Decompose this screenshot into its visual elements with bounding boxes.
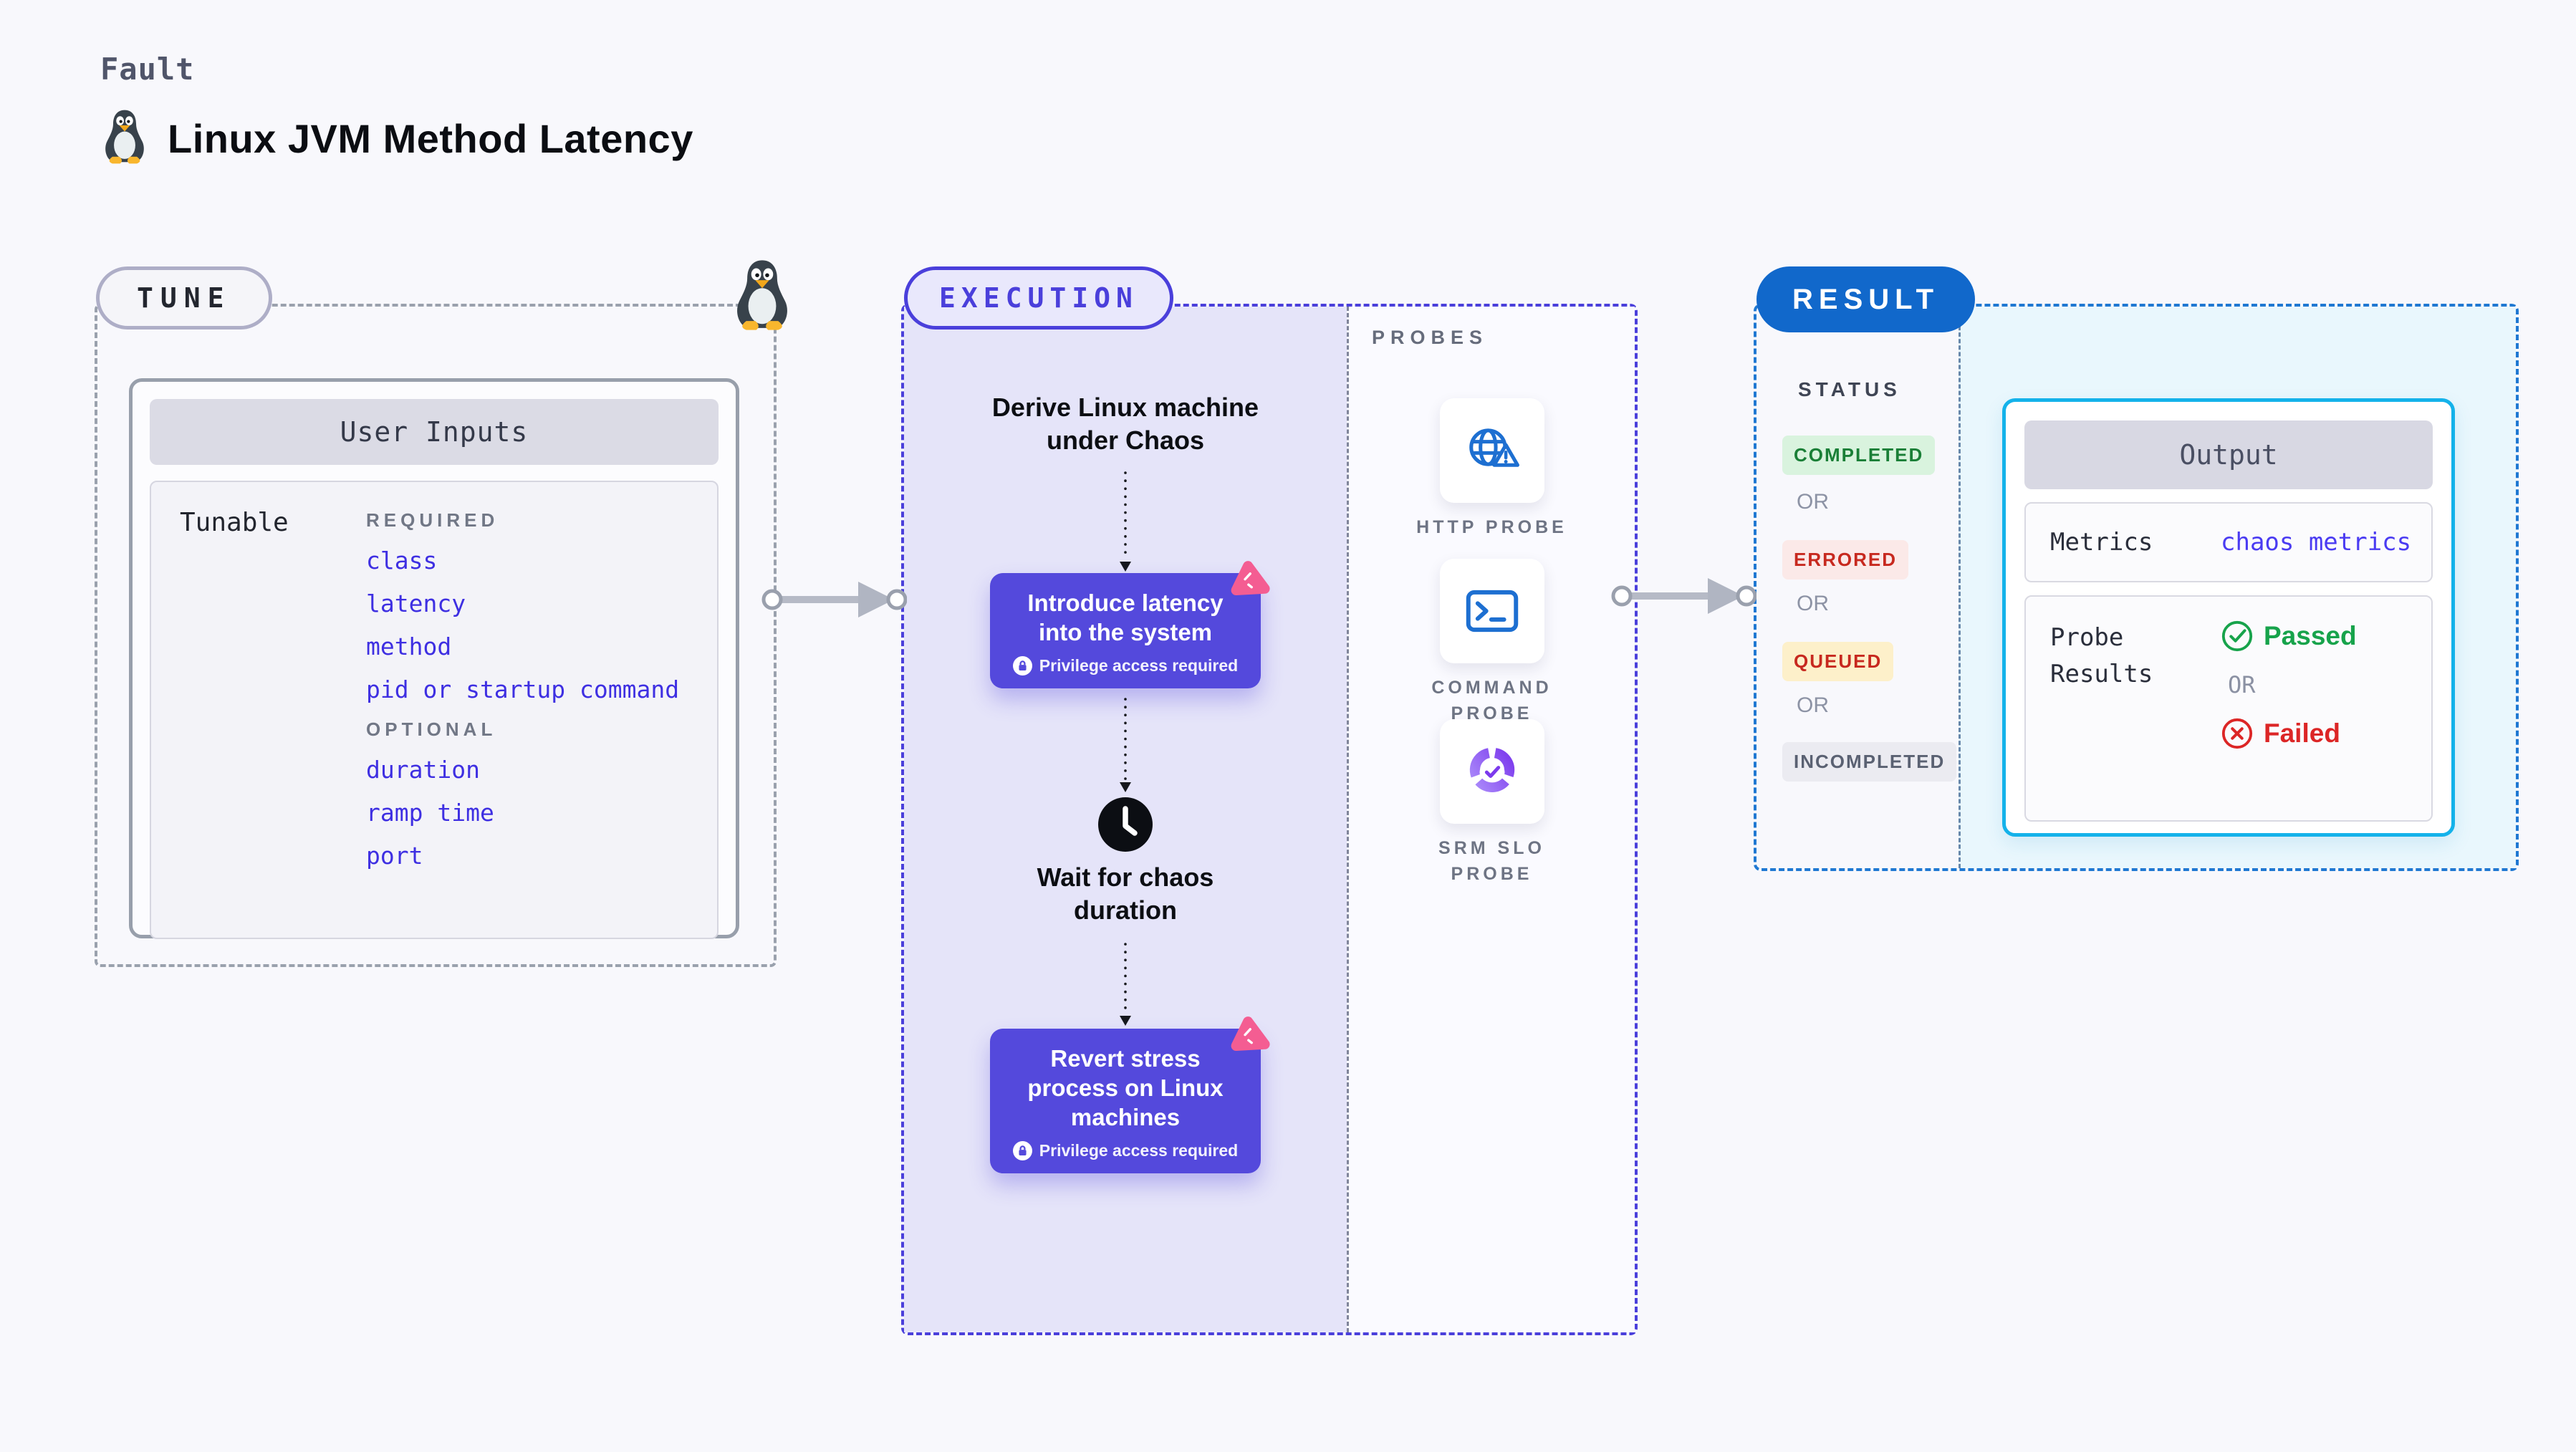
output-title: Output: [2024, 420, 2433, 489]
x-circle-icon: [2221, 718, 2253, 749]
step-wait: Wait for chaos duration: [1037, 862, 1214, 925]
step-introduce-label: Introduce latency into the system: [1027, 590, 1224, 645]
lock-icon: [1012, 655, 1032, 675]
required-label: REQUIRED: [366, 509, 499, 531]
down-arrow-icon: [1120, 698, 1131, 792]
execution-pill: EXECUTION: [904, 266, 1173, 330]
globe-warning-icon: [1439, 398, 1544, 503]
slo-donut-icon: [1439, 719, 1544, 824]
or-label: OR: [2228, 671, 2256, 698]
probe-http: HTTP PROBE: [1399, 398, 1585, 540]
tunable-port: port: [366, 842, 423, 870]
optional-label: OPTIONAL: [366, 718, 497, 740]
failed-row: Failed: [2221, 717, 2357, 750]
tunable-duration: duration: [366, 756, 480, 784]
user-inputs-title: User Inputs: [150, 399, 719, 465]
or-label: OR: [1797, 693, 1829, 717]
user-inputs-card: User Inputs Tunable REQUIRED class laten…: [129, 378, 739, 939]
probes-label: PROBES: [1372, 327, 1489, 348]
tunables-panel: Tunable REQUIRED class latency method pi…: [150, 481, 719, 939]
lock-icon: [1012, 1140, 1032, 1160]
step-revert-stress: Revert stress process on Linux machines …: [990, 1016, 1270, 1173]
probe-results-row: Probe Results Passed OR: [2024, 595, 2433, 822]
status-badge-completed: COMPLETED: [1782, 436, 1936, 475]
execution-flow: Derive Linux machine under Chaos Introdu…: [904, 307, 1347, 1332]
tunables-list: REQUIRED class latency method pid or sta…: [366, 504, 710, 885]
tunable-method: method: [366, 633, 452, 660]
status-column: STATUS COMPLETED OR ERRORED OR QUEUED OR…: [1756, 307, 1959, 868]
tux-corner-icon: [731, 259, 794, 335]
execution-section: Derive Linux machine under Chaos Introdu…: [901, 304, 1638, 1335]
probe-srm-slo-label: SRM SLO PROBE: [1438, 838, 1545, 885]
status-badge-errored: ERRORED: [1782, 540, 1909, 580]
metrics-label: Metrics: [2050, 527, 2153, 557]
output-card: Output Metrics chaos metrics Probe Resul…: [2002, 398, 2455, 837]
privilege-note: Privilege access required: [1006, 655, 1245, 675]
privilege-note: Privilege access required: [1006, 1140, 1245, 1160]
chaos-knot-icon: [1231, 1016, 1270, 1052]
tunable-class: class: [366, 547, 438, 574]
result-pill: RESULT: [1756, 266, 1976, 332]
tunable-row-label: Tunable: [180, 508, 289, 537]
down-arrow-icon: [1120, 471, 1131, 572]
page-title: Linux JVM Method Latency: [168, 116, 693, 161]
probe-results-label: Probe Results: [2050, 623, 2153, 688]
tunable-latency: latency: [366, 590, 466, 617]
tune-pill: TUNE: [96, 266, 272, 330]
chaos-knot-icon: [1231, 561, 1270, 596]
status-label: STATUS: [1798, 378, 1901, 400]
down-arrow-icon: [1120, 943, 1131, 1026]
metrics-value: chaos metrics: [2221, 528, 2412, 557]
or-label: OR: [1797, 592, 1829, 615]
tunable-pid: pid or startup command: [366, 675, 680, 703]
output-panel: Output Metrics chaos metrics Probe Resul…: [1959, 307, 2516, 868]
tunable-ramp-time: ramp time: [366, 799, 494, 827]
probe-srm-slo: SRM SLO PROBE: [1399, 719, 1585, 888]
tux-icon: [102, 109, 148, 168]
status-badge-incompleted: INCOMPLETED: [1782, 742, 1957, 782]
tune-section: [95, 304, 777, 967]
page-header: Linux JVM Method Latency: [102, 109, 693, 168]
arrow-tune-to-execution: [761, 582, 907, 617]
fault-kicker: Fault: [100, 52, 195, 87]
arrow-execution-to-result: [1611, 578, 1756, 614]
or-label: OR: [1797, 490, 1829, 514]
check-circle-icon: [2221, 620, 2253, 652]
probe-command: COMMAND PROBE: [1399, 559, 1585, 727]
clock-icon: [1097, 797, 1153, 856]
result-section: STATUS COMPLETED OR ERRORED OR QUEUED OR…: [1754, 304, 2519, 871]
metrics-row: Metrics chaos metrics: [2024, 502, 2433, 582]
terminal-icon: [1439, 559, 1544, 663]
passed-label: Passed: [2264, 621, 2357, 650]
failed-label: Failed: [2264, 718, 2340, 748]
probes-panel: PROBES HTTP PROBE: [1347, 307, 1635, 1332]
status-badge-queued: QUEUED: [1782, 642, 1894, 681]
step-derive: Derive Linux machine under Chaos: [991, 393, 1259, 456]
probe-http-label: HTTP PROBE: [1416, 517, 1567, 537]
step-introduce-latency: Introduce latency into the system Privil…: [990, 561, 1270, 688]
step-revert-label: Revert stress process on Linux machines: [1027, 1045, 1224, 1130]
passed-row: Passed: [2221, 620, 2357, 653]
